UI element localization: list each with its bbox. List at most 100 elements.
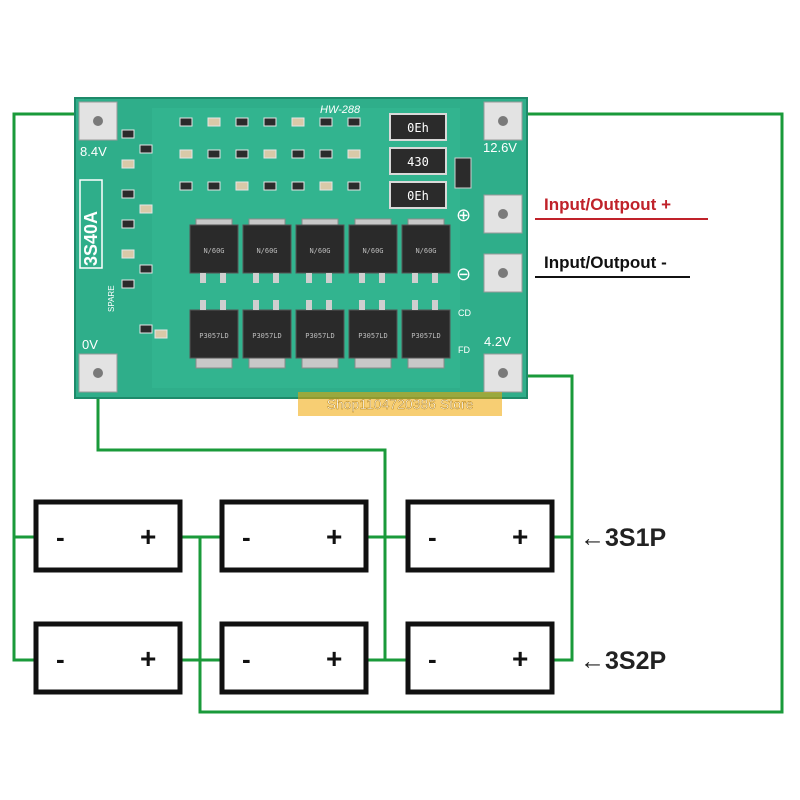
mosfet-body — [401, 309, 451, 359]
mosfet-code: N/60G — [203, 247, 224, 255]
minus-symbol: ⊖ — [456, 264, 471, 284]
smd-part — [235, 149, 249, 159]
resistor-3-code: 0Eh — [407, 189, 429, 203]
mosfet-code: N/60G — [415, 247, 436, 255]
battery-cell: -+ — [33, 621, 183, 695]
mosfet: N/60G — [189, 218, 239, 283]
cell-outline — [405, 499, 555, 573]
battery-cell: -+ — [219, 499, 369, 573]
wire-0v-mid — [96, 388, 408, 662]
battery-cell: -+ — [219, 621, 369, 695]
label-4v2: 4.2V — [484, 334, 511, 349]
cell-plus-sign: + — [140, 521, 156, 552]
smd-part — [121, 159, 135, 169]
battery-cells: -+-+-+-+-+-+ — [33, 499, 555, 695]
wire-12v6-right — [198, 112, 784, 714]
smd-part — [154, 329, 168, 339]
resistor-2: 430 — [389, 147, 447, 175]
mosfet: P3057LD — [295, 300, 345, 369]
cell-plus-sign: + — [512, 643, 528, 674]
cell-plus-sign: + — [512, 521, 528, 552]
rating-box: 3S40A — [79, 179, 103, 269]
config-3s1p: ←3S1P — [580, 524, 666, 552]
mosfet: P3057LD — [348, 300, 398, 369]
mosfet-code: P3057LD — [411, 332, 441, 340]
cell-outline — [405, 621, 555, 695]
wire-4v2-right — [524, 374, 574, 662]
smd-part — [139, 204, 153, 214]
smd-part — [263, 181, 277, 191]
io-minus-text: Input/Outpout - — [544, 253, 667, 272]
smd-part — [291, 117, 305, 127]
mosfet-code: P3057LD — [305, 332, 335, 340]
resistor-2-code: 430 — [407, 155, 429, 169]
smd-part — [179, 149, 193, 159]
mosfet-body — [189, 224, 239, 274]
mosfet-code: N/60G — [362, 247, 383, 255]
cell-minus-sign: - — [56, 644, 65, 674]
smd-part — [347, 117, 361, 127]
cell-minus-sign: - — [56, 522, 65, 552]
cell-outline — [219, 621, 369, 695]
smd-part — [347, 149, 361, 159]
io-minus-label: Input/Outpout - — [535, 253, 690, 278]
pad-plus — [483, 194, 523, 234]
mosfet: P3057LD — [189, 300, 239, 369]
mosfet-body — [348, 309, 398, 359]
pad-12v6 — [483, 101, 523, 141]
board-rating: 3S40A — [81, 211, 101, 266]
smd-part — [319, 181, 333, 191]
label-spare: SPARE — [107, 285, 116, 312]
diode — [454, 157, 472, 189]
label-fd: FD — [458, 345, 470, 355]
pad-8v4 — [78, 101, 118, 141]
mosfet-body — [401, 224, 451, 274]
mosfet-code: N/60G — [309, 247, 330, 255]
pad-4v2 — [483, 353, 523, 393]
smd-part — [121, 279, 135, 289]
smd-part — [207, 149, 221, 159]
smd-part — [139, 264, 153, 274]
mosfet-code: N/60G — [256, 247, 277, 255]
smd-part — [235, 181, 249, 191]
smd-part — [121, 129, 135, 139]
mosfet: P3057LD — [401, 300, 451, 369]
cell-minus-sign: - — [428, 644, 437, 674]
mosfet-body — [348, 224, 398, 274]
resistor-1: 0Eh — [389, 113, 447, 141]
smd-part — [319, 149, 333, 159]
label-cd: CD — [458, 308, 471, 318]
plus-symbol: ⊕ — [456, 205, 471, 225]
wire-c1-c2-row2 — [180, 658, 202, 712]
smd-part — [121, 219, 135, 229]
mosfet: N/60G — [401, 218, 451, 283]
cell-minus-sign: - — [242, 522, 251, 552]
smd-part — [207, 181, 221, 191]
resistor-3: 0Eh — [389, 181, 447, 209]
smd-components — [121, 117, 361, 339]
resistor-1-code: 0Eh — [407, 121, 429, 135]
smd-part — [347, 181, 361, 191]
smd-part — [263, 117, 277, 127]
mosfet: N/60G — [295, 218, 345, 283]
smd-part — [291, 149, 305, 159]
battery-cell: -+ — [33, 499, 183, 573]
label-8v4: 8.4V — [80, 144, 107, 159]
battery-cell: -+ — [405, 621, 555, 695]
mosfet-body — [189, 309, 239, 359]
cell-plus-sign: + — [140, 643, 156, 674]
watermark-text: Shop1104720386 Store — [327, 396, 474, 412]
smd-part — [263, 149, 277, 159]
watermark: Shop1104720386 Store — [298, 392, 502, 416]
cell-minus-sign: - — [242, 644, 251, 674]
mosfet: P3057LD — [242, 300, 292, 369]
smd-part — [179, 181, 193, 191]
mosfet-code: P3057LD — [199, 332, 229, 340]
smd-part — [121, 189, 135, 199]
smd-part — [139, 144, 153, 154]
smd-part — [207, 117, 221, 127]
mosfet-code: P3057LD — [252, 332, 282, 340]
mosfet: N/60G — [242, 218, 292, 283]
mosfet-body — [242, 224, 292, 274]
